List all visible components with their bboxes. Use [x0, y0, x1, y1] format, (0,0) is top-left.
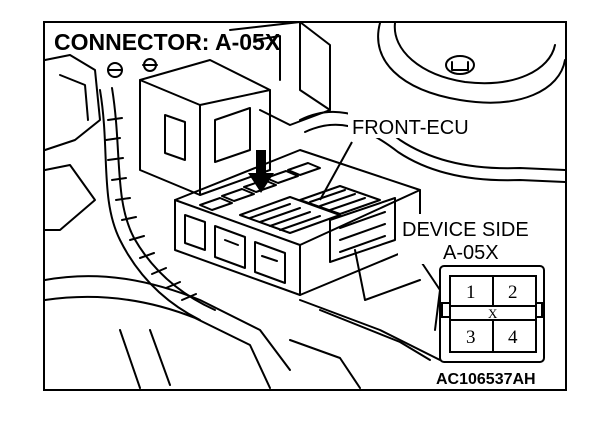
center-mark: X: [488, 306, 498, 321]
connector-id-label: A-05X: [443, 242, 499, 264]
pin-4: 4: [508, 327, 518, 348]
front-ecu-leader-line: [319, 141, 353, 201]
pin-2: 2: [508, 282, 518, 303]
connector-pointer-arrow: [248, 150, 274, 193]
front-ecu-label: FRONT-ECU: [352, 117, 469, 139]
connector-lock-tab: [441, 302, 451, 318]
pin-1: 1: [466, 282, 476, 303]
connector-pinout: 1 2 3 4 X: [439, 265, 545, 363]
device-side-label: DEVICE SIDE: [402, 219, 529, 241]
figure-code: AC106537AH: [436, 371, 536, 388]
pin-3: 3: [466, 327, 476, 348]
diagram-title: CONNECTOR: A-05X: [54, 29, 281, 55]
engine-bay-illustration: [44, 21, 566, 389]
